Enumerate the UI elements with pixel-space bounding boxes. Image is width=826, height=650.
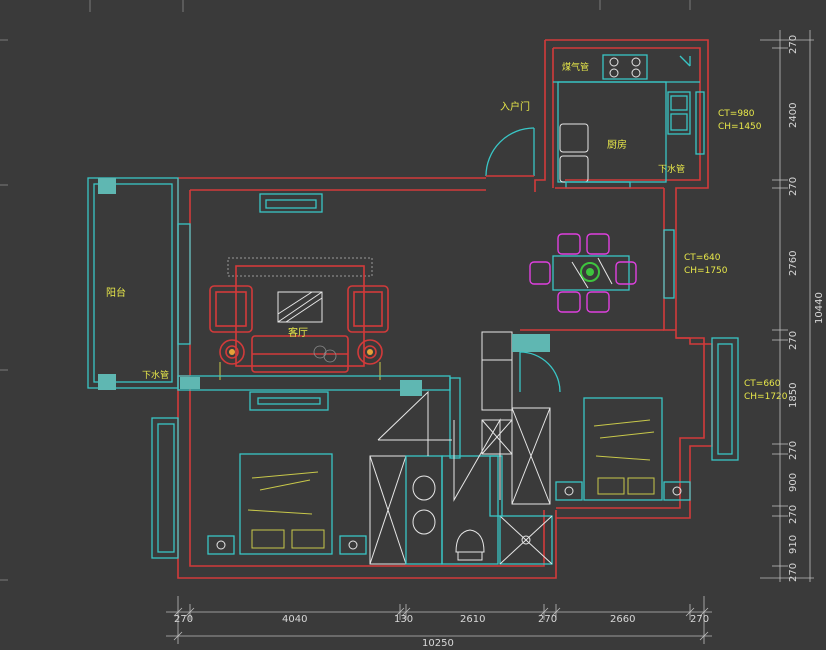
- dim-bottom-6: 2660: [610, 614, 635, 625]
- dim-right-10: 910: [788, 535, 799, 554]
- balcony-label: 阳台: [106, 286, 126, 299]
- living-room: [209, 193, 389, 380]
- entrance-door: [485, 127, 535, 177]
- dining-window-ch: CH=1750: [684, 266, 728, 276]
- dim-right-7: 270: [788, 441, 799, 460]
- right-bedroom: [555, 337, 739, 501]
- left-ticks: [0, 39, 8, 581]
- room-labels: 厨房 客厅 阳台 入户门 煤气管 下水管 下水管: [106, 61, 685, 381]
- balcony: [87, 177, 191, 390]
- kitchen-label: 厨房: [607, 138, 627, 151]
- dim-right-6: 1850: [788, 383, 799, 408]
- bathroom: [369, 455, 553, 565]
- dim-bottom-2: 4040: [282, 614, 307, 625]
- kitchen-window-ct: CT=980: [718, 109, 755, 119]
- bottom-dimensions: 270 4040 130 2610 270 2660 270 10250: [166, 596, 712, 649]
- kitchen-window-ch: CH=1450: [718, 122, 762, 132]
- bedroom-window-ch: CH=1720: [744, 392, 788, 402]
- dining-table: [529, 229, 675, 313]
- dim-bottom-1: 270: [174, 614, 193, 625]
- dim-bottom-total: 10250: [422, 638, 454, 649]
- dim-right-5: 270: [788, 331, 799, 350]
- dim-right-1: 270: [788, 35, 799, 54]
- corridor-symbols: [377, 331, 561, 505]
- bedroom-window-ct: CT=660: [744, 379, 781, 389]
- dim-bottom-7: 270: [690, 614, 709, 625]
- dim-right-4: 2760: [788, 251, 799, 276]
- dim-right-3: 270: [788, 177, 799, 196]
- dim-right-8: 900: [788, 473, 799, 492]
- dim-right-total: 10440: [814, 292, 825, 324]
- left-bedroom: [151, 391, 367, 559]
- right-dimensions: 270 2400 270 2760 270 1850 270 900 270 9…: [760, 30, 825, 582]
- outer-walls: [177, 177, 713, 579]
- dim-right-9: 270: [788, 505, 799, 524]
- gas-pipe-label: 煤气管: [562, 61, 589, 73]
- dim-bottom-4: 2610: [460, 614, 485, 625]
- dining-window-ct: CT=640: [684, 253, 721, 263]
- window-annotations: CT=980 CH=1450 CT=640 CH=1750 CT=660 CH=…: [684, 109, 788, 402]
- top-ticks: [89, 0, 691, 12]
- dim-right-11: 270: [788, 563, 799, 582]
- dim-right-2: 2400: [788, 103, 799, 128]
- dim-bottom-5: 270: [538, 614, 557, 625]
- living-room-label: 客厅: [288, 326, 308, 339]
- kitchen-drain-label: 下水管: [658, 163, 685, 175]
- balcony-drain-label: 下水管: [142, 369, 169, 381]
- entrance-door-label: 入户门: [500, 100, 530, 113]
- partition-wall: [177, 375, 461, 459]
- dim-bottom-3: 130: [394, 614, 413, 625]
